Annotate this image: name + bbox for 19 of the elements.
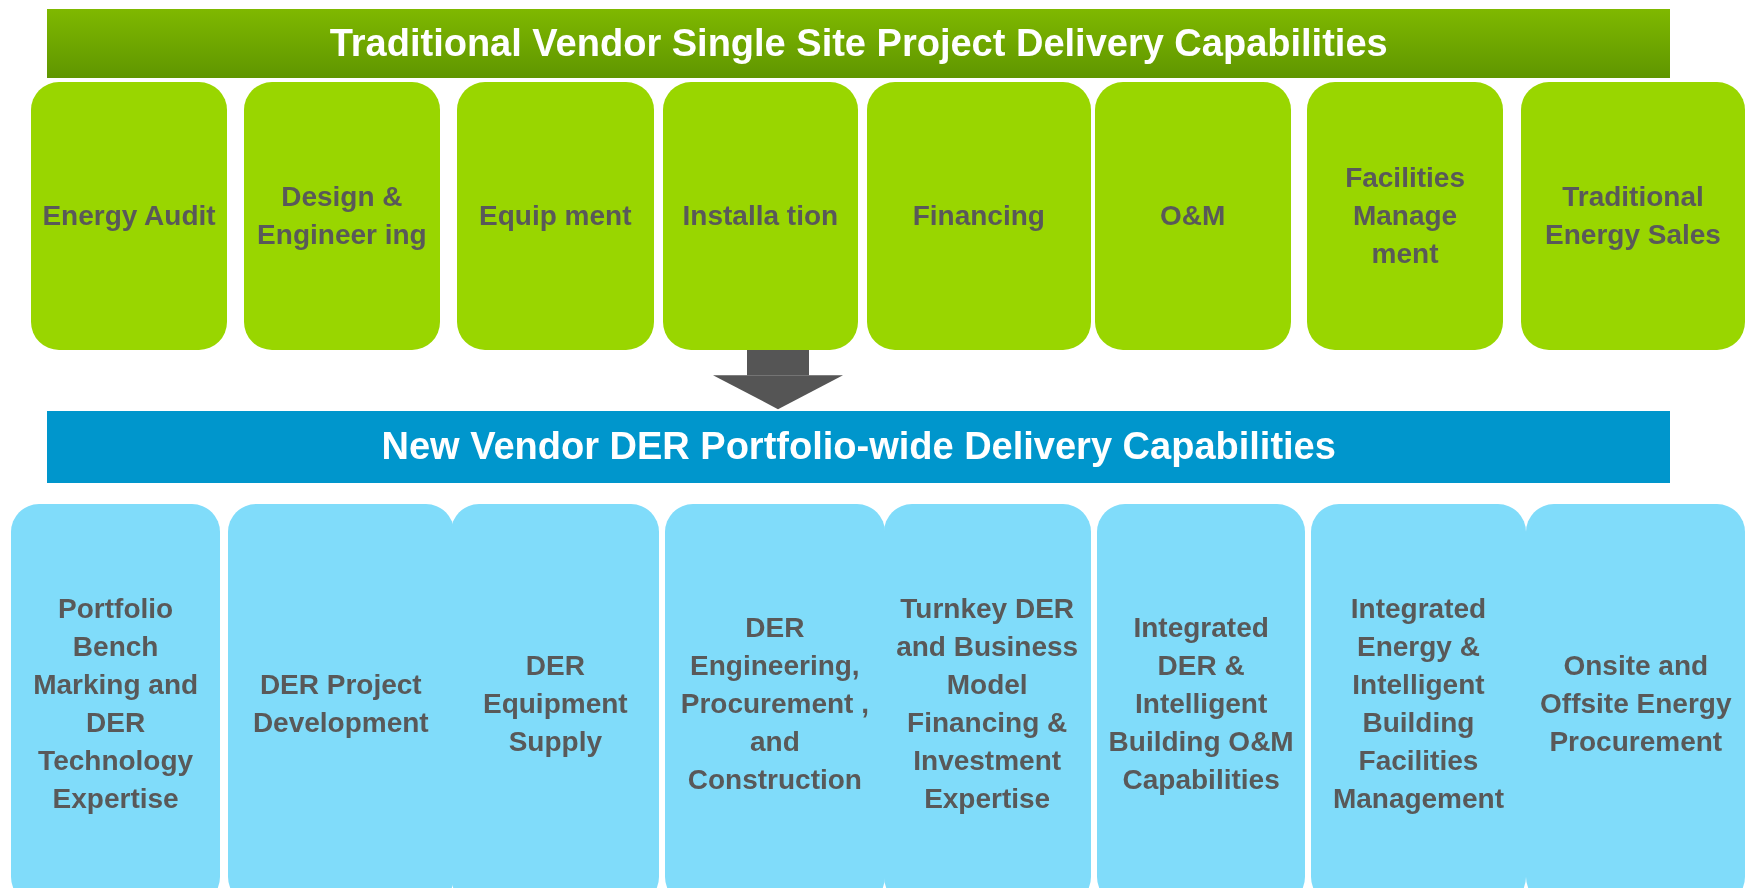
capability-box: Portfolio Bench Marking and DER Technology Expertise (11, 503, 221, 888)
title-banner: Traditional Vendor Single Site Project Delivery Capabilities (46, 8, 1671, 79)
capability-box: Facilities Manage ment (1307, 81, 1503, 350)
capability-box: DER Equipment Supply (451, 503, 660, 888)
capability-box: Integrated Energy & Intelligent Building Facilities Management (1310, 503, 1527, 888)
capability-box: Onsite and Offsite Energy Procurement (1526, 503, 1746, 888)
capability-box: Design & Engineer ing (243, 81, 441, 350)
capability-box: Equip ment (457, 81, 654, 350)
capability-box: Integrated DER & Intelligent Building O&M Capabilities (1097, 503, 1306, 888)
capability-box: Installa tion (662, 81, 859, 350)
capability-box: DER Engineering, Procurement , and Construction (664, 503, 885, 888)
capability-box: DER Project Development (227, 503, 454, 888)
arrow (713, 349, 843, 410)
capability-box: O&M (1095, 81, 1291, 350)
capability-box: Turnkey DER and Business Model Financing & Investment Expertise (883, 503, 1091, 888)
title-banner: New Vendor DER Portfolio-wide Delivery Capabilities (46, 411, 1671, 483)
capability-box: Traditional Energy Sales (1520, 81, 1746, 350)
capability-box: Energy Audit (31, 81, 227, 350)
capability-box: Financing (867, 81, 1091, 350)
